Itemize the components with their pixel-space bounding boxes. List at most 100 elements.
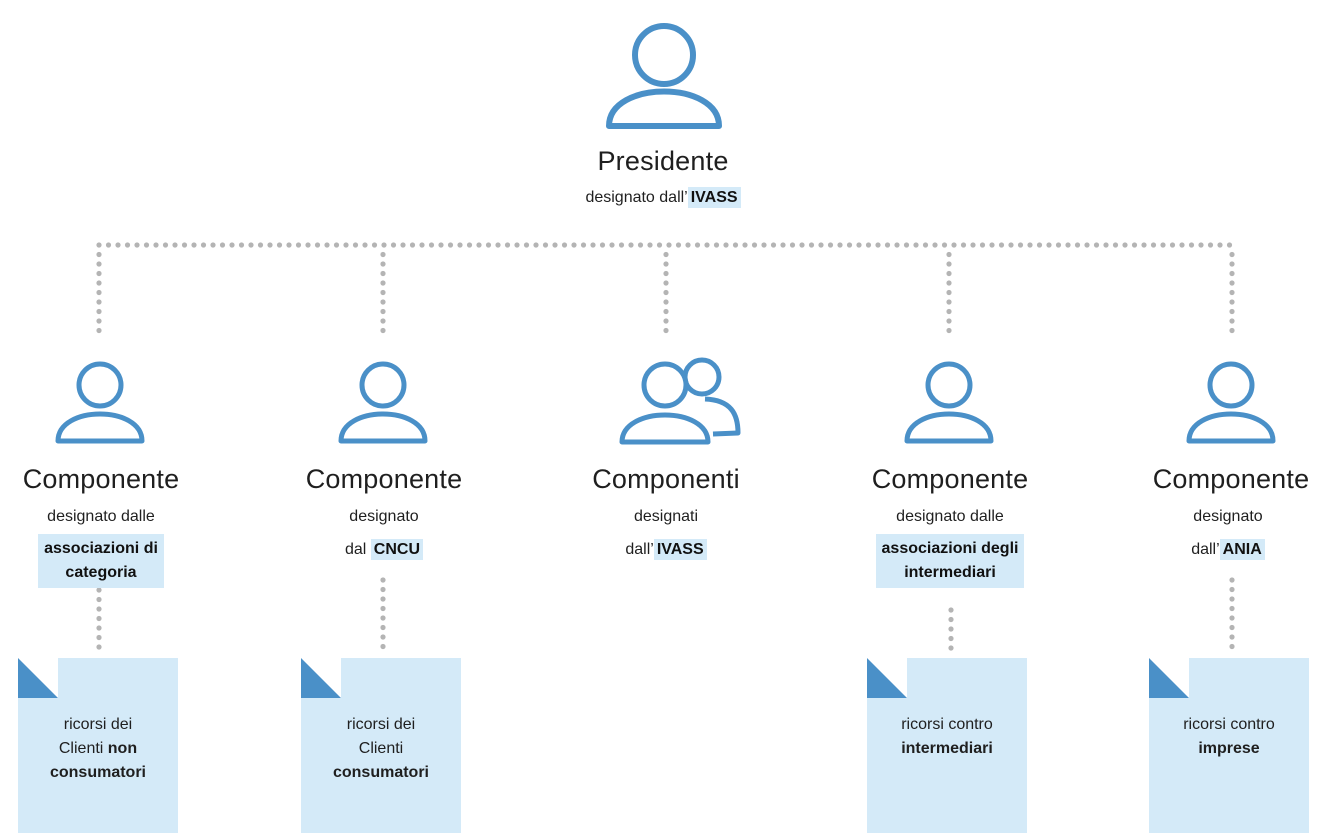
folded-corner-icon	[301, 658, 341, 698]
connector-dot	[371, 242, 378, 248]
document-card: ricorsi dei Clienti non consumatori	[18, 658, 178, 833]
connector-dot	[400, 242, 406, 248]
document-text: ricorsi contro imprese	[1183, 716, 1275, 757]
connector-dot	[713, 242, 720, 248]
connector-dot	[948, 607, 954, 613]
connector-dot	[998, 242, 1005, 248]
connector-dot	[438, 242, 444, 248]
connector-dot	[333, 242, 340, 248]
connector-dot	[380, 318, 386, 324]
connector-dot	[409, 242, 416, 248]
connector-dot	[210, 242, 216, 248]
connector-dot	[96, 625, 102, 631]
connector-dot	[257, 242, 264, 248]
connector-dot	[1217, 242, 1223, 248]
connector-dot	[948, 616, 954, 623]
connector-dot	[380, 586, 386, 593]
connector-dot	[637, 242, 644, 248]
connector-dot	[663, 289, 669, 296]
connector-dot	[1229, 261, 1235, 267]
connector-dot	[1229, 327, 1235, 334]
connector-dot	[837, 242, 843, 248]
document-card: ricorsi dei Clienti consumatori	[301, 658, 461, 833]
person-icon	[1186, 361, 1276, 444]
connector-dot	[362, 242, 368, 248]
document-card: ricorsi contro intermediari	[867, 658, 1027, 833]
connector-dot	[381, 242, 387, 248]
member-designation: designato dalle	[47, 508, 155, 525]
connector-dot	[1112, 242, 1119, 248]
connector-dot	[96, 634, 102, 641]
connector-dot	[96, 606, 102, 612]
connector-dot	[1229, 624, 1235, 631]
member-designation: designato dalle	[896, 508, 1004, 525]
connector-dot	[542, 242, 549, 248]
connector-dot	[865, 242, 872, 248]
connector-dot	[96, 280, 102, 286]
document-text: ricorsi dei Clienti consumatori	[332, 716, 429, 781]
connector-dot	[1046, 242, 1052, 248]
connector-dot	[96, 299, 102, 305]
connector-dot	[380, 624, 386, 631]
connector-dot	[380, 270, 386, 277]
connector-dot	[675, 242, 682, 248]
connector-dot	[922, 242, 929, 248]
member-title: Componente	[1152, 464, 1310, 494]
connector-dot	[948, 645, 954, 651]
connector-dot	[948, 635, 954, 642]
connector-dot	[485, 242, 492, 248]
connector-dot	[229, 242, 235, 248]
connector-dot	[96, 289, 102, 296]
connector-dot	[946, 308, 952, 315]
connector-dot	[1229, 289, 1235, 296]
connector-dot	[663, 270, 669, 277]
connector-dot	[276, 242, 283, 248]
connector-dot	[1141, 242, 1147, 248]
connector-dot	[191, 242, 197, 248]
connector-dot	[970, 242, 976, 248]
connector-dot	[181, 242, 188, 248]
connector-dot	[380, 605, 386, 612]
connector-dot	[663, 318, 669, 324]
member-designator-bold: ANIA	[1219, 539, 1265, 560]
person-icon	[55, 361, 145, 444]
connector-dot	[1179, 242, 1185, 248]
connector-dot	[380, 289, 386, 296]
connector-dot	[380, 615, 386, 621]
connector-dot	[946, 289, 952, 296]
connector-dot	[946, 261, 952, 267]
connector-dot	[948, 626, 954, 632]
connector-dot	[903, 242, 910, 248]
connector-dot	[1055, 242, 1062, 248]
document-card: ricorsi contro imprese	[1149, 658, 1309, 833]
connector-dot	[1150, 242, 1157, 248]
connector-dot	[1160, 242, 1166, 248]
connector-dot	[238, 242, 245, 248]
connector-dot	[286, 242, 292, 248]
connector-dot	[96, 327, 102, 334]
connector-dot	[96, 318, 102, 324]
connector-dot	[134, 242, 140, 248]
connector-dot	[580, 242, 587, 248]
connector-dot	[656, 242, 663, 248]
connector-dot	[884, 242, 891, 248]
connector-dot	[1229, 270, 1235, 277]
member-designation: designati	[633, 508, 699, 525]
connector-dot	[808, 242, 815, 248]
connector-dot	[663, 280, 669, 286]
connector-dot	[663, 261, 669, 267]
member-designator-bold: CNCU	[370, 539, 423, 560]
connector-dot	[875, 242, 881, 248]
connector-dot	[380, 251, 386, 258]
connector-dot	[1084, 242, 1090, 248]
connector-dot	[618, 242, 625, 248]
connector-dot	[1229, 318, 1235, 324]
person-icon	[606, 23, 722, 129]
connector-dot	[96, 615, 102, 622]
connector-dot	[514, 242, 520, 248]
connector-dot	[951, 242, 957, 248]
